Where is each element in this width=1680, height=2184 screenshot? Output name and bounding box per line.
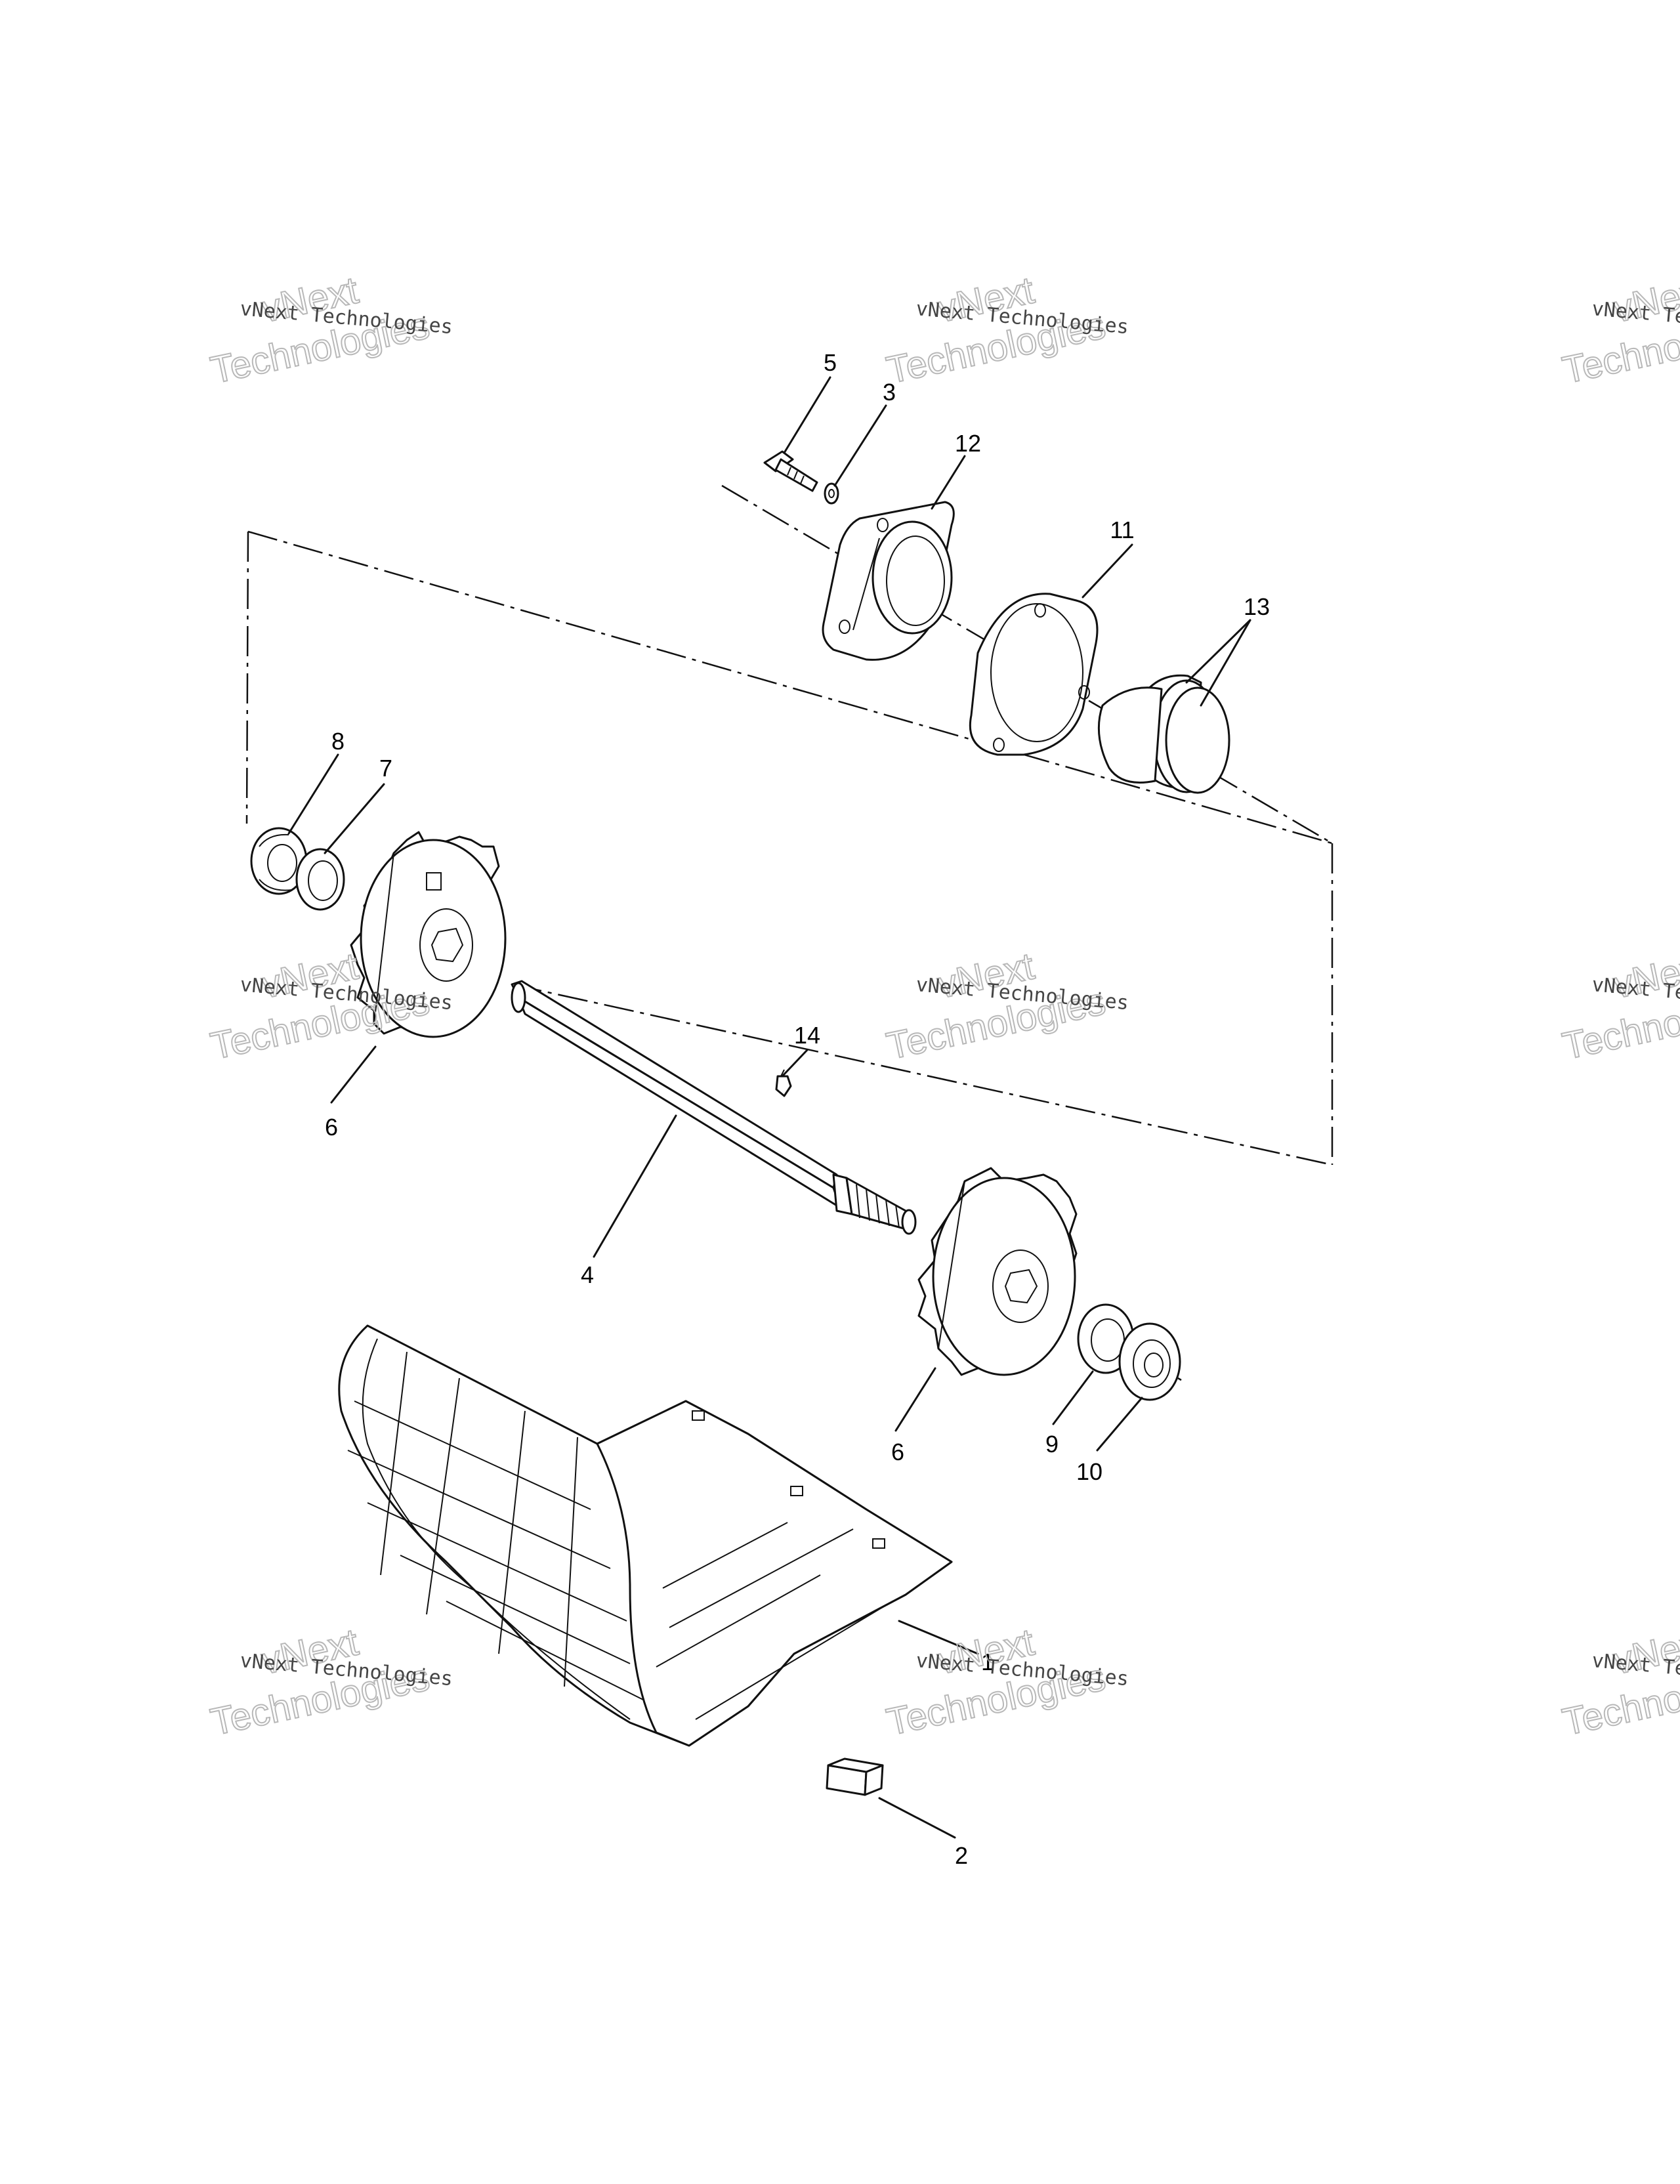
bearing-housing-part [822, 501, 955, 661]
callout-12: 12 [955, 430, 981, 457]
track-part [338, 1324, 953, 1747]
callout-2: 2 [955, 1842, 968, 1869]
plate-part [969, 593, 1099, 756]
callout-9: 9 [1045, 1431, 1059, 1458]
callout-6-left: 6 [325, 1114, 338, 1141]
leader-lines [287, 376, 1251, 1839]
callout-6-right: 6 [891, 1438, 904, 1465]
callout-1: 1 [981, 1648, 994, 1675]
grease-fitting-part [775, 1069, 792, 1097]
callout-5: 5 [824, 349, 837, 376]
clip-part [826, 1757, 884, 1796]
bolt-part [763, 450, 818, 492]
callout-4: 4 [581, 1261, 594, 1288]
sprocket-right-part [917, 1167, 1078, 1376]
callout-3: 3 [883, 379, 896, 406]
assembly-outline [245, 484, 1334, 1166]
seal-left-part [295, 848, 345, 911]
sprocket-left-part [350, 831, 507, 1038]
bearing-right-part [1118, 1322, 1181, 1401]
callout-7: 7 [379, 755, 392, 782]
bearing-left-part [250, 827, 308, 895]
callout-10: 10 [1076, 1458, 1102, 1485]
callout-8: 8 [331, 728, 345, 755]
cap-part [1097, 674, 1230, 794]
washer-part [824, 482, 839, 505]
callout-13: 13 [1244, 593, 1270, 620]
callout-14: 14 [794, 1022, 820, 1049]
callout-labels: 5 3 12 11 13 8 7 6 14 4 6 9 10 1 2 [325, 349, 1270, 1869]
drive-shaft-part [511, 980, 917, 1235]
callout-11: 11 [1110, 516, 1134, 543]
